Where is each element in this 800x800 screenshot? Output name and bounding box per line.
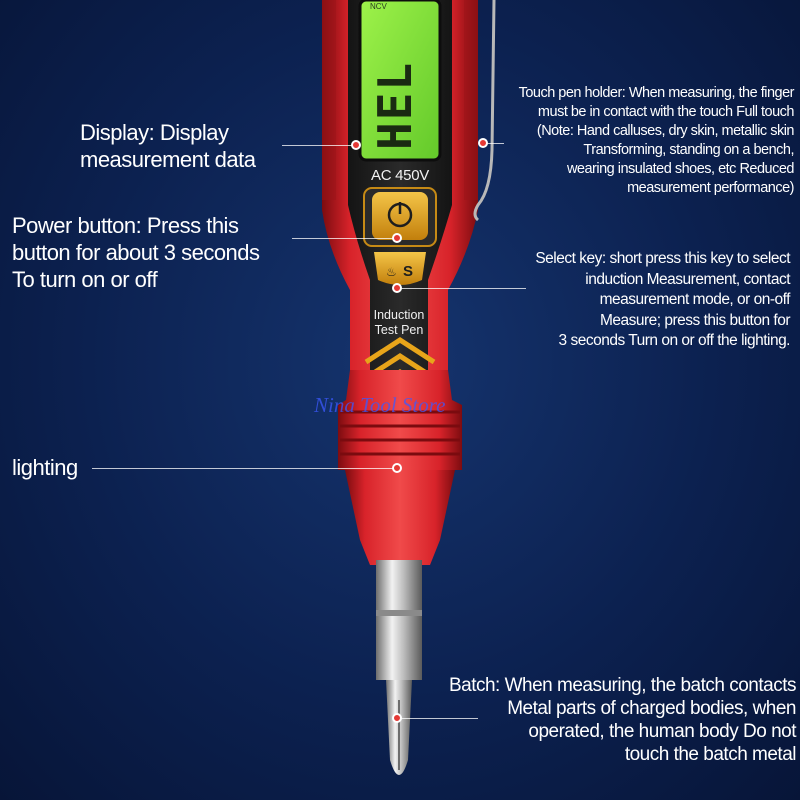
pen-tip-housing bbox=[345, 470, 455, 565]
select-key bbox=[374, 252, 426, 285]
store-watermark: Nina Tool Store bbox=[314, 393, 446, 417]
product-label: Induction Test Pen bbox=[360, 308, 438, 338]
batch-leader bbox=[400, 718, 478, 719]
batch-annotation: Batch: When measuring, the batch contact… bbox=[448, 675, 797, 765]
lcd-readout: HEL bbox=[368, 60, 422, 150]
grip-rings bbox=[340, 410, 460, 456]
svg-text:S: S bbox=[403, 263, 413, 280]
display-leader bbox=[282, 145, 354, 146]
lighting-marker bbox=[392, 463, 402, 473]
touch-holder-annotation: Touch pen holder: When measuring, the fi… bbox=[518, 85, 795, 196]
power-button-body bbox=[372, 192, 428, 240]
touch-leader bbox=[486, 143, 504, 144]
select-leader bbox=[400, 288, 526, 289]
svg-text:♨: ♨ bbox=[386, 265, 397, 279]
product-label-line2: Test Pen bbox=[374, 323, 424, 337]
batch-marker bbox=[392, 713, 402, 723]
product-label-line1: Induction bbox=[373, 308, 425, 322]
touch-clip bbox=[473, 0, 496, 222]
lighting-annotation: lighting bbox=[12, 455, 78, 480]
select-marker bbox=[392, 283, 402, 293]
voltage-rating-label: AC 450V bbox=[371, 167, 429, 184]
ncv-label: NCV bbox=[370, 2, 387, 11]
display-marker bbox=[351, 140, 361, 150]
lighting-leader bbox=[92, 468, 397, 469]
lcd-screen bbox=[360, 0, 440, 160]
power-leader bbox=[292, 238, 397, 239]
power-button-annotation: Power button: Press this button for abou… bbox=[12, 213, 260, 292]
power-marker bbox=[392, 233, 402, 243]
select-key-annotation: Select key: short press this key to sele… bbox=[535, 250, 790, 349]
probe-shaft bbox=[376, 560, 422, 680]
pen-lower-body bbox=[338, 370, 462, 470]
touch-marker bbox=[478, 138, 488, 148]
display-annotation: Display: Display measurement data bbox=[80, 120, 256, 172]
